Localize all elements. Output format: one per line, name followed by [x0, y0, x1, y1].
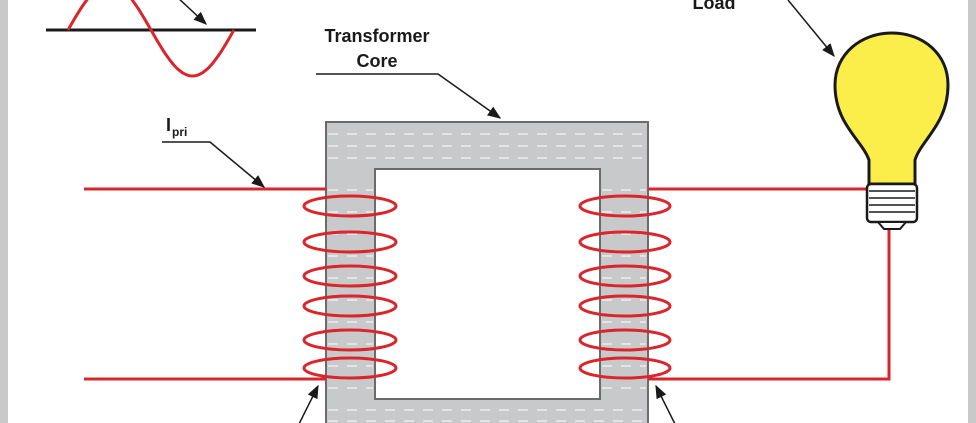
ipri-main: I [166, 115, 171, 135]
frame-right [968, 0, 976, 423]
secondary-coil [578, 194, 672, 380]
primary-current-label: I pri [162, 115, 266, 188]
load-leader [787, 0, 835, 58]
coil-turn [578, 194, 672, 218]
coil-turn [302, 194, 398, 218]
load-label: Load [693, 0, 736, 13]
coil-turn [302, 328, 398, 352]
coil-turn [578, 294, 672, 318]
coil-turn [302, 264, 398, 288]
coil-turn [578, 264, 672, 288]
transformer-core [325, 121, 649, 423]
primary-wiring [84, 187, 326, 381]
core-label-leader [316, 73, 502, 119]
secondary-wiring [648, 187, 891, 381]
coil-turn [302, 294, 398, 318]
coil-turn [578, 356, 672, 380]
coil-turn [578, 328, 672, 352]
primary-winding-leader [298, 384, 319, 423]
frame-left [0, 0, 8, 423]
core-label-line2: Core [356, 51, 397, 71]
core-label-line1: Transformer [324, 26, 429, 46]
sine-pointer-arrow [179, 0, 207, 25]
secondary-winding-leader [655, 384, 676, 423]
primary-coil [302, 194, 398, 380]
sine-wave-icon [46, 0, 256, 78]
coil-turn [302, 230, 398, 254]
ipri-sub: pri [172, 125, 187, 139]
light-bulb-icon [833, 31, 950, 230]
coil-turn [302, 356, 398, 380]
ipri-leader [162, 141, 266, 188]
coil-turn [578, 230, 672, 254]
